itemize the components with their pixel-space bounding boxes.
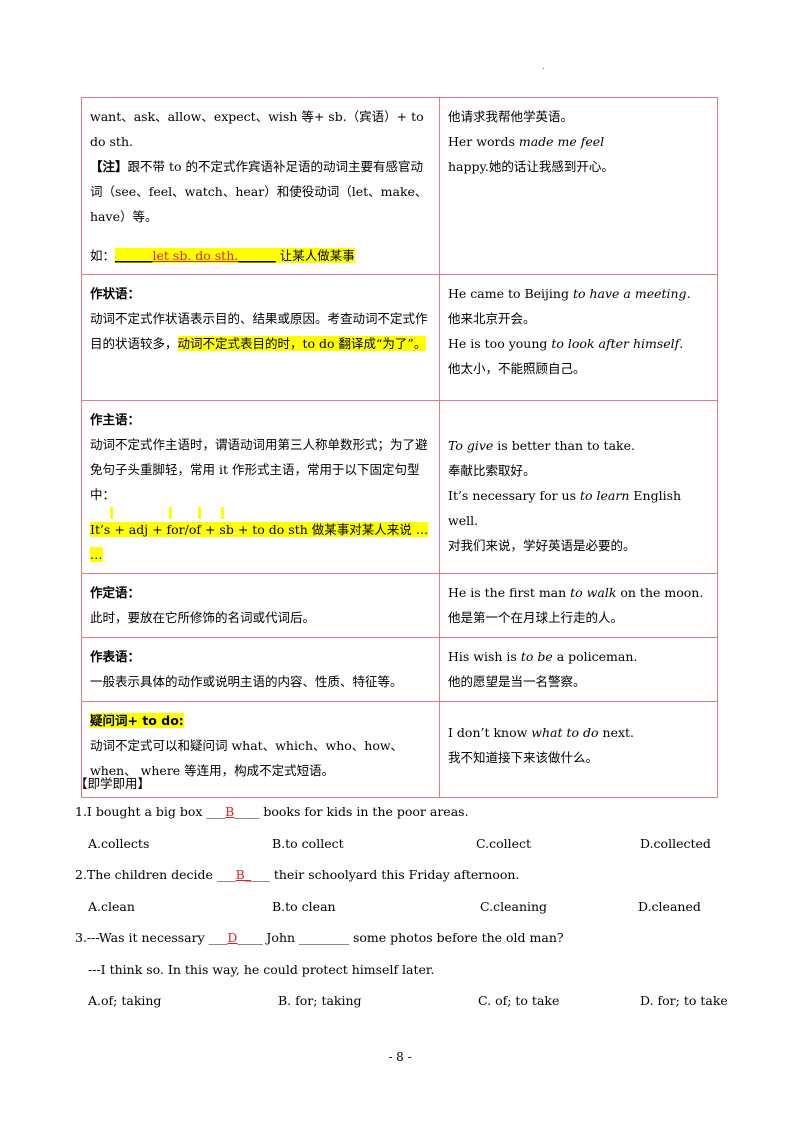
option-c: C. of; to take bbox=[478, 993, 560, 1008]
row3-right: To give is better than to take. 奉献比索取好。 … bbox=[439, 400, 718, 574]
row1-right: 他请求我帮他学英语。 Her words made me feel happy.… bbox=[439, 97, 718, 275]
row1-left: want、ask、allow、expect、wish 等+ sb.（宾语）+ t… bbox=[81, 97, 440, 275]
section-label: 作主语： bbox=[90, 412, 141, 427]
option-c: C.cleaning bbox=[480, 899, 548, 914]
row5-left: 作表语： 一般表示具体的动作或说明主语的内容、性质、特征等。 bbox=[81, 637, 440, 702]
table-row: 作状语： 动词不定式作状语表示目的、结果或原因。考查动词不定式作目的状语较多，动… bbox=[81, 274, 718, 401]
option-d: D.collected bbox=[640, 836, 711, 851]
option-d: D. for; to take bbox=[640, 993, 728, 1008]
answer: B bbox=[225, 804, 235, 819]
question-3: 3.---Was it necessary ___D____ John ____… bbox=[75, 930, 564, 945]
row6-right: I don’t know what to do next. 我不知道接下来该做什… bbox=[439, 701, 718, 798]
row2-left: 作状语： 动词不定式作状语表示目的、结果或原因。考查动词不定式作目的状语较多，动… bbox=[81, 274, 440, 401]
highlight: It’s + adj + for/of + sb + to do sth 做某事… bbox=[90, 522, 429, 562]
answer: D bbox=[227, 930, 238, 945]
highlight: 动词不定式表目的时，to do 翻译成“为了”。 bbox=[177, 336, 427, 351]
table-row: 作定语： 此时，要放在它所修饰的名词或代词后。 He is the first … bbox=[81, 573, 718, 638]
table-row: 作主语： 动词不定式作主语时，谓语动词用第三人称单数形式；为了避免句子头重脚轻，… bbox=[81, 400, 718, 574]
option-d: D.cleaned bbox=[638, 899, 701, 914]
usage-line: want、ask、allow、expect、wish 等+ sb.（宾语）+ t… bbox=[90, 109, 424, 149]
option-a: A.of; taking bbox=[88, 993, 162, 1008]
option-a: A.collects bbox=[88, 836, 150, 851]
row3-left: 作主语： 动词不定式作主语时，谓语动词用第三人称单数形式；为了避免句子头重脚轻，… bbox=[81, 400, 440, 574]
row6-left: 疑问词+ to do: 动词不定式可以和疑问词 what、which、who、h… bbox=[81, 701, 440, 798]
option-b: B.to collect bbox=[272, 836, 344, 851]
table-row: 疑问词+ to do: 动词不定式可以和疑问词 what、which、who、h… bbox=[81, 701, 718, 798]
section-label: 作定语： bbox=[90, 585, 141, 600]
example-ru: 如：______let sb. do sth.______ 让某人做某事 bbox=[90, 248, 355, 263]
row4-left: 作定语： 此时，要放在它所修饰的名词或代词后。 bbox=[81, 573, 440, 638]
answer: B_ bbox=[235, 867, 252, 882]
practice-heading: 【即学即用】 bbox=[75, 776, 151, 791]
question-3-line2: ---I think so. In this way, he could pro… bbox=[88, 962, 435, 977]
option-a: A.clean bbox=[88, 899, 135, 914]
grammar-table: want、ask、allow、expect、wish 等+ sb.（宾语）+ t… bbox=[81, 97, 718, 798]
table-row: 作表语： 一般表示具体的动作或说明主语的内容、性质、特征等。 His wish … bbox=[81, 637, 718, 702]
option-b: B.to clean bbox=[272, 899, 336, 914]
section-label: 作表语： bbox=[90, 649, 141, 664]
top-dot: . bbox=[542, 62, 545, 72]
section-label: 疑问词+ to do: bbox=[90, 713, 184, 728]
page-number: - 8 - bbox=[388, 1050, 412, 1064]
fill-answer: let sb. do sth. bbox=[152, 248, 239, 263]
note: 【注】跟不带 to 的不定式作宾语补足语的动词主要有感官动词（see、feel、… bbox=[90, 159, 428, 224]
question-2: 2.The children decide ___B____ their sch… bbox=[75, 867, 520, 882]
table-row: want、ask、allow、expect、wish 等+ sb.（宾语）+ t… bbox=[81, 97, 718, 275]
row4-right: He is the first man to walk on the moon.… bbox=[439, 573, 718, 638]
section-label: 作状语： bbox=[90, 286, 141, 301]
row5-right: His wish is to be a policeman. 他的愿望是当一名警… bbox=[439, 637, 718, 702]
question-1: 1.I bought a big box ___B____ books for … bbox=[75, 804, 469, 819]
row2-right: He came to Beijing to have a meeting. 他来… bbox=[439, 274, 718, 401]
option-c: C.collect bbox=[476, 836, 532, 851]
option-b: B. for; taking bbox=[278, 993, 362, 1008]
